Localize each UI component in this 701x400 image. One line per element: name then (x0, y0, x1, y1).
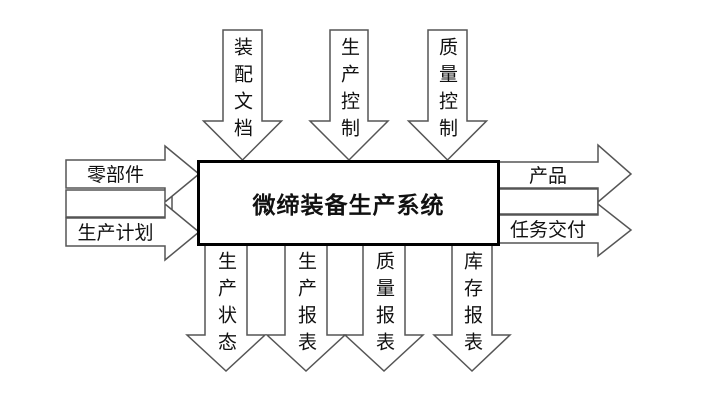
right-arrow-task-delivery (496, 202, 633, 258)
left-middle-band (65, 189, 173, 218)
bottom-arrow-quality-report (343, 243, 425, 373)
system-box (197, 160, 500, 246)
top-arrow-assembly-doc (201, 29, 284, 162)
top-arrow-quality-control (406, 29, 489, 162)
bottom-arrow-inventory-report (432, 243, 512, 373)
arrow-shapes (65, 29, 633, 373)
top-arrow-production-control (308, 29, 390, 162)
right-middle-band (496, 188, 599, 215)
right-arrow-product (496, 143, 633, 204)
bottom-arrow-production-status (185, 243, 267, 373)
left-arrow-parts (65, 144, 201, 204)
bottom-arrow-production-report (265, 243, 347, 373)
left-arrow-production-plan (65, 202, 201, 262)
